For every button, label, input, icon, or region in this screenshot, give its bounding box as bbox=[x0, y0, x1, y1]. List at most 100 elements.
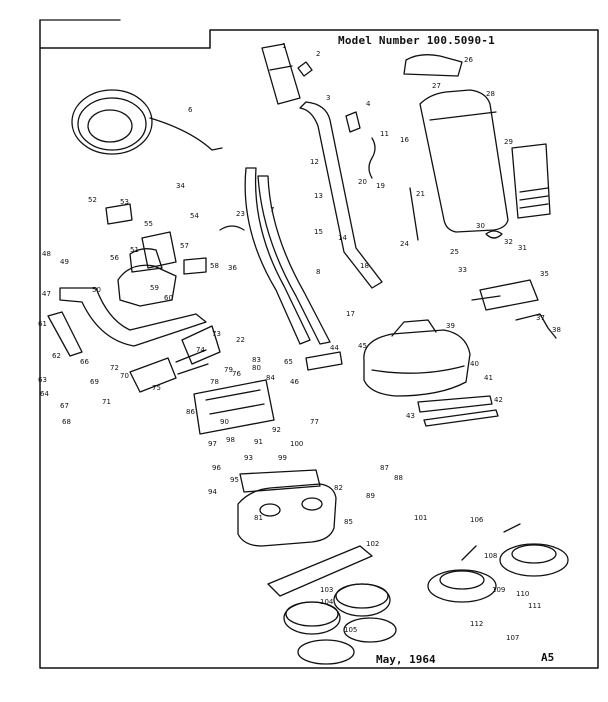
callout: 102 bbox=[366, 540, 379, 548]
callout: 1 bbox=[282, 42, 286, 50]
callout: 20 bbox=[358, 178, 367, 186]
callout: 74 bbox=[196, 346, 205, 354]
callout: 105 bbox=[344, 626, 357, 634]
callout: 81 bbox=[254, 514, 263, 522]
handle-bar-left-part bbox=[47, 311, 83, 357]
carton-part bbox=[511, 143, 551, 219]
callout: 71 bbox=[102, 398, 111, 406]
callout: 98 bbox=[226, 436, 235, 444]
callout: 43 bbox=[406, 412, 415, 420]
callout: 82 bbox=[334, 484, 343, 492]
wax-brush-left-part bbox=[427, 569, 497, 603]
callout: 51 bbox=[130, 246, 139, 254]
callout: 100 bbox=[290, 440, 303, 448]
callout: 42 bbox=[494, 396, 503, 404]
callout: 85 bbox=[344, 518, 353, 526]
wheel-part bbox=[485, 230, 503, 239]
callout: 31 bbox=[518, 244, 527, 252]
callout: 7 bbox=[270, 206, 274, 214]
callout: 76 bbox=[232, 370, 241, 378]
callout: 40 bbox=[470, 360, 479, 368]
callout: 18 bbox=[360, 262, 369, 270]
pad-left-part bbox=[297, 639, 355, 665]
callout: 59 bbox=[150, 284, 159, 292]
callout: 68 bbox=[62, 418, 71, 426]
callout: 62 bbox=[52, 352, 61, 360]
gear-housing-part bbox=[193, 379, 275, 435]
callout: 67 bbox=[60, 402, 69, 410]
callout: 25 bbox=[450, 248, 459, 256]
callout: 34 bbox=[176, 182, 185, 190]
model-number-label: Model Number 100.5090-1 bbox=[338, 34, 495, 47]
callout: 104 bbox=[320, 598, 334, 606]
callout: 46 bbox=[290, 378, 299, 386]
callout: 38 bbox=[552, 326, 561, 334]
dust-bag-part bbox=[419, 89, 509, 233]
callout: 111 bbox=[528, 602, 541, 610]
callout: 101 bbox=[414, 514, 427, 522]
revision-date-label: May, 1964 bbox=[376, 653, 436, 666]
callout: 23 bbox=[236, 210, 245, 218]
callout: 22 bbox=[236, 336, 245, 344]
handle-tube-part bbox=[261, 43, 301, 105]
callout: 61 bbox=[38, 320, 47, 328]
callout: 77 bbox=[310, 418, 319, 426]
callout: 26 bbox=[464, 56, 473, 64]
callout: 79 bbox=[224, 366, 233, 374]
callout: 49 bbox=[60, 258, 69, 266]
base-bumper-part bbox=[267, 545, 373, 597]
callout: 44 bbox=[330, 344, 339, 352]
callout: 32 bbox=[504, 238, 513, 246]
callout: 70 bbox=[120, 372, 129, 380]
callout: 36 bbox=[228, 264, 237, 272]
callout: 28 bbox=[486, 90, 495, 98]
callout: 29 bbox=[504, 138, 513, 146]
callout: 16 bbox=[400, 136, 409, 144]
foot-pedal-part bbox=[305, 351, 343, 371]
callout: 19 bbox=[376, 182, 385, 190]
callout: 52 bbox=[88, 196, 97, 204]
handle-frame-part bbox=[59, 287, 207, 347]
bracket-small-part bbox=[183, 257, 207, 275]
callout: 13 bbox=[314, 192, 323, 200]
pad-right-part bbox=[343, 617, 397, 643]
callout: 65 bbox=[284, 358, 293, 366]
callout: 60 bbox=[164, 294, 173, 302]
lever-part bbox=[515, 313, 557, 339]
callout: 2 bbox=[316, 50, 320, 58]
callout: 83 bbox=[252, 356, 261, 364]
callout: 66 bbox=[80, 358, 89, 366]
callout: 95 bbox=[230, 476, 239, 484]
callout: 72 bbox=[110, 364, 119, 372]
motor-cover-part bbox=[129, 248, 163, 273]
upper-plate-part bbox=[239, 469, 321, 493]
callout: 99 bbox=[278, 454, 287, 462]
callout: 78 bbox=[210, 378, 219, 386]
callout: 58 bbox=[210, 262, 219, 270]
callout: 12 bbox=[310, 158, 319, 166]
motor-bracket-part bbox=[141, 231, 177, 269]
armature-part bbox=[129, 357, 177, 393]
tube-left-part bbox=[244, 167, 311, 345]
callout: 96 bbox=[212, 464, 221, 472]
callout: 56 bbox=[110, 254, 119, 262]
callout: 27 bbox=[432, 82, 441, 90]
callout: 75 bbox=[152, 384, 161, 392]
spring-part bbox=[368, 137, 376, 179]
cord-clip-part bbox=[219, 225, 245, 231]
part-callouts: 1 2 3 4 6 7 8 11 12 13 14 15 16 17 18 19… bbox=[38, 42, 561, 642]
callout: 112 bbox=[470, 620, 483, 628]
callout: 47 bbox=[42, 290, 51, 298]
callout: 33 bbox=[458, 266, 467, 274]
callout: 91 bbox=[254, 438, 263, 446]
callout: 24 bbox=[400, 240, 409, 248]
callout: 14 bbox=[338, 234, 347, 242]
callout: 86 bbox=[186, 408, 195, 416]
upper-handle-part bbox=[299, 101, 383, 289]
callout: 39 bbox=[446, 322, 455, 330]
field-coil-part bbox=[181, 325, 221, 365]
callout: 15 bbox=[314, 228, 323, 236]
callout: 93 bbox=[244, 454, 253, 462]
